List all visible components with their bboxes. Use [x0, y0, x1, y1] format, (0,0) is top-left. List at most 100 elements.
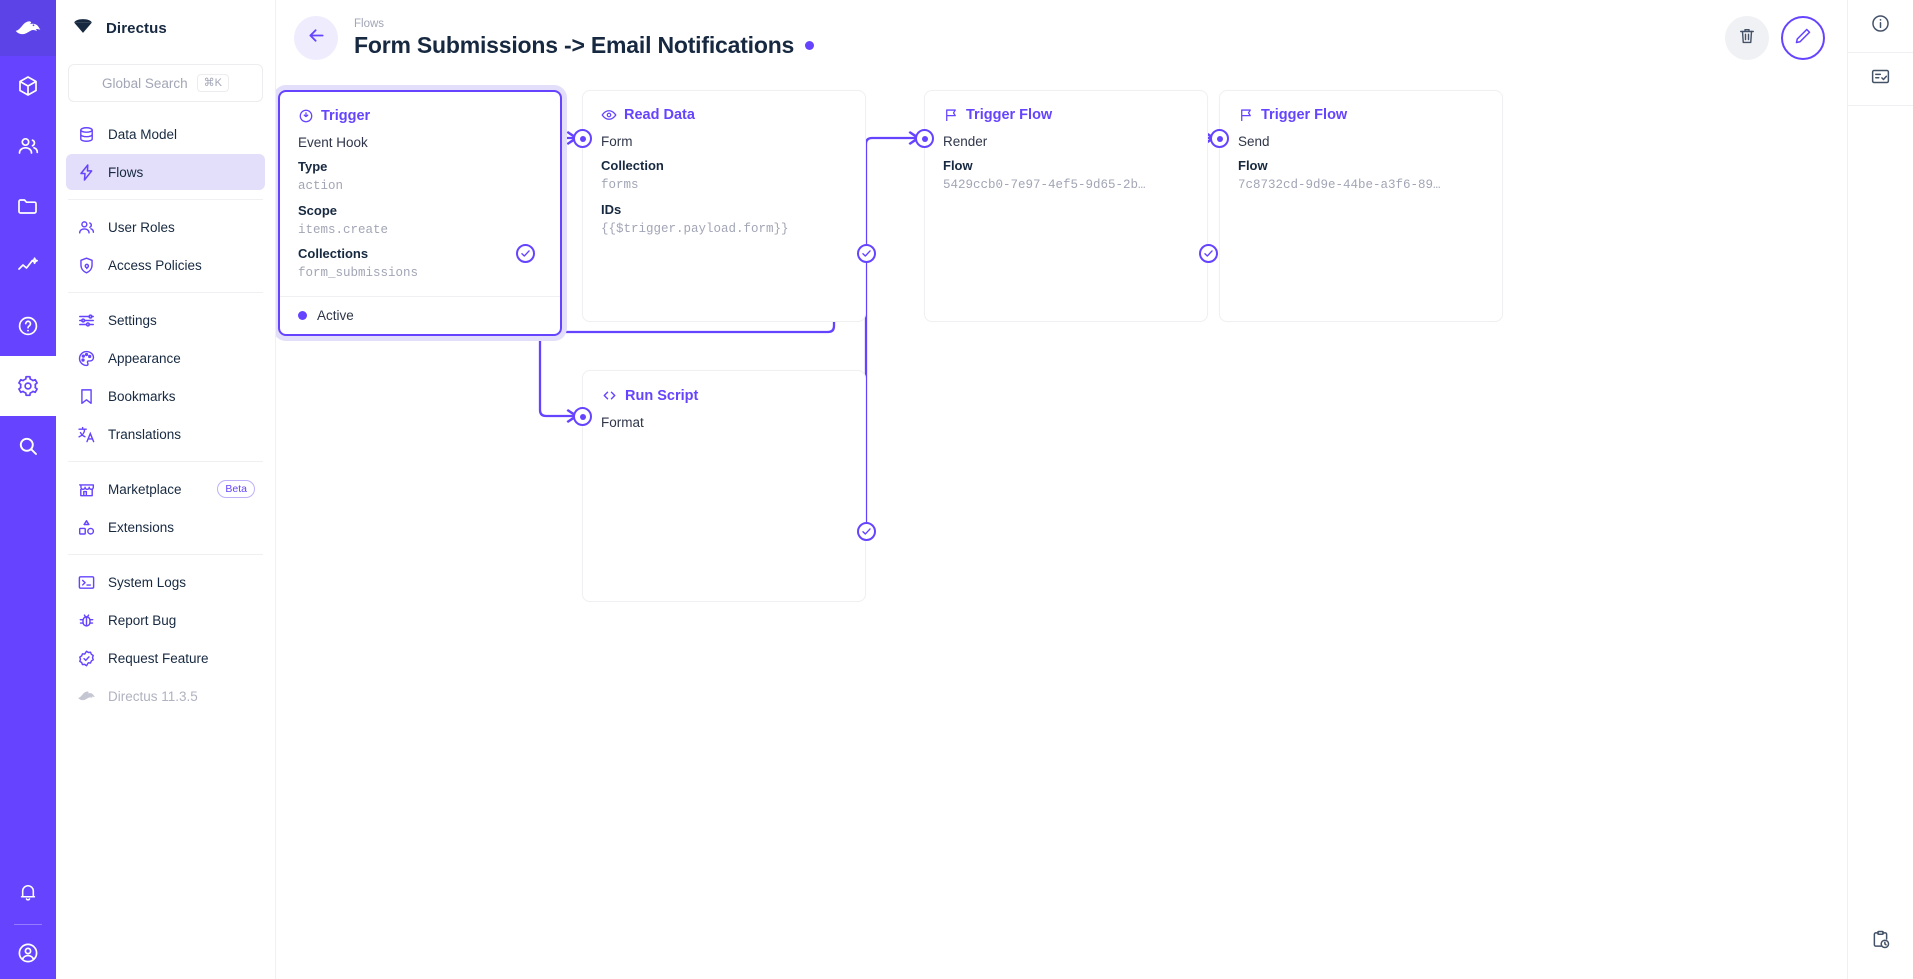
flow-node-run-script[interactable]: Run Script Format: [582, 370, 866, 602]
code-brackets-icon: [601, 387, 618, 404]
sidebar-divider: [68, 461, 263, 462]
question-circle-icon[interactable]: [0, 296, 56, 356]
gear-icon[interactable]: [0, 356, 56, 416]
sidebar-item-access-policies[interactable]: Access Policies: [66, 247, 265, 283]
node-type-header: Trigger Flow: [1220, 91, 1502, 129]
flow-node-trigger[interactable]: Trigger Event Hook Type action Scope ite…: [278, 90, 562, 336]
page-header: Flows Form Submissions -> Email Notifica…: [276, 0, 1847, 76]
box-icon[interactable]: [0, 56, 56, 116]
arrow-left-icon: [306, 25, 327, 51]
node-input-port-trigger-flow-send[interactable]: [1210, 129, 1229, 148]
users-icon[interactable]: [0, 116, 56, 176]
flag-icon: [943, 107, 959, 123]
sidebar-brand-label: Directus: [106, 19, 167, 37]
node-output-port-trigger[interactable]: [516, 244, 535, 263]
delete-flow-button[interactable]: [1725, 16, 1769, 60]
database-icon: [76, 124, 96, 144]
node-output-port-run-script[interactable]: [857, 522, 876, 541]
flow-canvas[interactable]: Trigger Event Hook Type action Scope ite…: [276, 76, 1847, 979]
feature-check-icon: [76, 648, 96, 668]
translate-icon: [76, 424, 96, 444]
sidebar-item-bookmarks[interactable]: Bookmarks: [66, 378, 265, 414]
field-value: 7c8732cd-9d9e-44be-a3f6-89…: [1238, 178, 1441, 193]
title-block: Flows Form Submissions -> Email Notifica…: [354, 17, 815, 60]
sidebar-group-4: Marketplace Beta Extensions: [56, 471, 275, 545]
field-key: IDs: [601, 201, 622, 217]
node-type-label: Trigger Flow: [1261, 107, 1348, 123]
info-circle-icon: [1870, 13, 1891, 39]
sidebar-item-marketplace[interactable]: Marketplace Beta: [66, 471, 265, 507]
sidebar-item-extensions[interactable]: Extensions: [66, 509, 265, 545]
sidebar-item-request-feature[interactable]: Request Feature: [66, 640, 265, 676]
field-value: 5429ccb0-7e97-4ef5-9d65-2b…: [943, 178, 1146, 193]
sidebar-item-settings[interactable]: Settings: [66, 302, 265, 338]
breadcrumb[interactable]: Flows: [354, 17, 385, 30]
node-type-label: Trigger: [321, 108, 371, 124]
node-output-port-read-data[interactable]: [857, 244, 876, 263]
node-input-port-read-data[interactable]: [573, 129, 592, 148]
node-body: Render Flow 5429ccb0-7e97-4ef5-9d65-2b…: [925, 129, 1207, 208]
flow-logs-panel-button[interactable]: [1848, 53, 1913, 105]
bell-icon[interactable]: [0, 862, 56, 922]
sidebar-item-label: Flows: [108, 164, 144, 180]
activity-log-button[interactable]: [1848, 905, 1913, 979]
shield-lock-icon: [76, 255, 96, 275]
sidebar-item-system-logs[interactable]: System Logs: [66, 564, 265, 600]
node-type-header: Run Script: [583, 371, 865, 410]
sidebar-item-label: User Roles: [108, 219, 175, 235]
node-type-label: Trigger Flow: [966, 107, 1053, 123]
node-type-label: Run Script: [625, 387, 699, 404]
page-title: Form Submissions -> Email Notifications: [354, 32, 795, 59]
sidebar-item-report-bug[interactable]: Report Bug: [66, 602, 265, 638]
sidebar-group-2: User Roles Access Policies: [56, 209, 275, 283]
node-output-port-trigger-flow-render[interactable]: [1199, 244, 1218, 263]
node-body: Format: [583, 410, 865, 447]
insights-chart-icon[interactable]: [0, 236, 56, 296]
edit-flow-button[interactable]: [1781, 16, 1825, 60]
flow-node-trigger-flow-send[interactable]: Trigger Flow Send Flow 7c8732cd-9d9e-44b…: [1219, 90, 1503, 322]
sidebar-item-user-roles[interactable]: User Roles: [66, 209, 265, 245]
node-name: Form: [601, 134, 633, 149]
node-type-header: Trigger: [280, 92, 560, 130]
status-badge: Beta: [217, 479, 255, 499]
bolt-icon: [76, 162, 96, 182]
sidebar-item-data-model[interactable]: Data Model: [66, 116, 265, 152]
search-input[interactable]: Global Search ⌘K: [68, 64, 263, 102]
port-dot-icon: [579, 135, 586, 142]
node-input-port-trigger-flow-render[interactable]: [915, 129, 934, 148]
flow-node-trigger-flow-render[interactable]: Trigger Flow Render Flow 5429ccb0-7e97-4…: [924, 90, 1208, 322]
node-body: Send Flow 7c8732cd-9d9e-44be-a3f6-89…: [1220, 129, 1502, 208]
back-button[interactable]: [294, 16, 338, 60]
sidebar-item-translations[interactable]: Translations: [66, 416, 265, 452]
sidebar-item-appearance[interactable]: Appearance: [66, 340, 265, 376]
flow-node-read-data[interactable]: Read Data Form Collection forms IDs {{$t…: [582, 90, 866, 322]
rail-divider: [1847, 52, 1913, 53]
directus-diamond-logo-icon: [72, 15, 94, 42]
sidebar-item-label: Bookmarks: [108, 388, 176, 404]
sidebar-item-label: Settings: [108, 312, 157, 328]
field-key: Collections: [298, 246, 369, 262]
sidebar-item-flows[interactable]: Flows: [66, 154, 265, 190]
title-row: Form Submissions -> Email Notifications: [354, 32, 815, 59]
users-group-icon: [76, 217, 96, 237]
search-icon[interactable]: [0, 416, 56, 476]
bug-icon: [76, 610, 96, 630]
pencil-icon: [1793, 26, 1813, 51]
field-value: form_submissions: [298, 266, 419, 281]
node-name: Send: [1238, 134, 1270, 149]
flow-info-panel-button[interactable]: [1848, 0, 1913, 52]
sidebar-item-label: Data Model: [108, 126, 178, 142]
field-key: Flow: [943, 158, 973, 174]
status-dot-icon: [298, 310, 307, 320]
node-status-footer: Active: [280, 295, 560, 334]
navigation-sidebar: Directus Global Search ⌘K Data Model Flo…: [56, 0, 276, 979]
folder-icon[interactable]: [0, 176, 56, 236]
trigger-play-circle-icon: [298, 108, 314, 124]
directus-rabbit-logo-icon[interactable]: [0, 0, 56, 56]
node-input-port-run-script[interactable]: [573, 407, 592, 426]
field-key: Type: [298, 159, 328, 175]
clipboard-clock-icon: [1870, 929, 1891, 955]
account-circle-icon[interactable]: [0, 927, 56, 979]
flag-icon: [1238, 107, 1254, 123]
field-value: action: [298, 179, 344, 194]
